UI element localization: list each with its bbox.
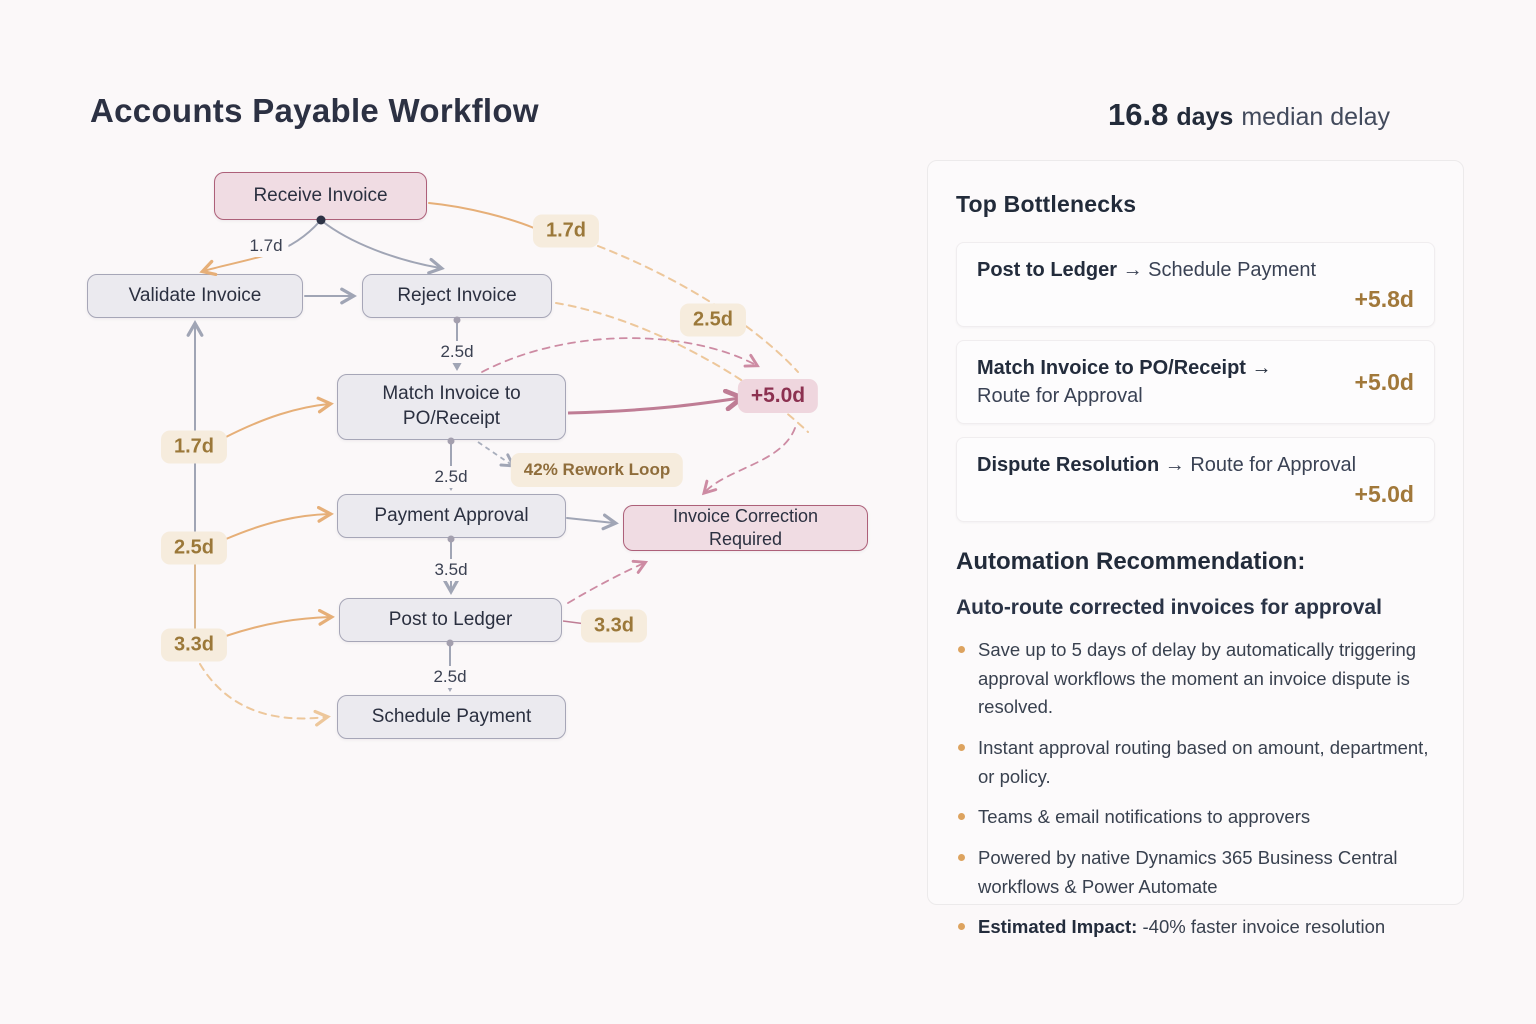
bullet-item: Estimated Impact: -40% faster invoice re… [956, 913, 1435, 942]
node-validate-invoice: Validate Invoice [87, 274, 303, 318]
rework-loop-badge: 42% Rework Loop [510, 453, 684, 487]
median-delay-value: 16.8 [1108, 97, 1169, 132]
delay-badge-left-2: 2.5d [160, 531, 228, 565]
bottleneck-card: Post to Ledger → Schedule Payment +5.8d [956, 242, 1435, 327]
bottleneck-to: Route for Approval [1190, 454, 1357, 476]
bullet-item: Instant approval routing based on amount… [956, 734, 1435, 791]
node-payment-approval: Payment Approval [337, 494, 566, 538]
insights-panel: Top Bottlenecks Post to Ledger → Schedul… [927, 160, 1464, 937]
bullet-dot-icon [958, 923, 965, 931]
bullet-item: Teams & email notifications to approvers [956, 803, 1435, 832]
recommendation-title: Automation Recommendation: [956, 548, 1306, 575]
delay-badge-left-3: 3.3d [160, 628, 228, 662]
delay-badge-top-right-1: 1.7d [532, 214, 600, 248]
bottleneck-card: Match Invoice to PO/Receipt → Route for … [956, 340, 1435, 424]
arrow-glyph: → [1122, 259, 1143, 281]
bottleneck-delta: +5.8d [1354, 286, 1414, 312]
delay-badge-ledger-right: 3.3d [580, 609, 648, 643]
bullet-dot-icon [958, 813, 965, 821]
arrow-glyph: → [1251, 357, 1272, 379]
median-delay-label: median delay [1241, 103, 1391, 131]
node-match-invoice: Match Invoice to PO/Receipt [337, 374, 566, 440]
node-invoice-correction: Invoice Correction Required [623, 505, 868, 551]
bullet-text: Teams & email notifications to approvers [978, 806, 1311, 828]
delay-badge-top-right-2: 2.5d [679, 303, 747, 337]
recommendation-bullets: Save up to 5 days of delay by automatica… [956, 636, 1435, 942]
node-schedule-payment: Schedule Payment [337, 695, 566, 739]
delta-badge-plus5d: +5.0d [737, 379, 819, 413]
bullet-text-bold: Estimated Impact: [978, 916, 1138, 938]
bullet-text: Save up to 5 days of delay by automatica… [978, 639, 1417, 718]
bottleneck-delta: +5.0d [1354, 368, 1414, 395]
bullet-text: -40% faster invoice resolution [1142, 916, 1386, 938]
bottleneck-from: Match Invoice to PO/Receipt [977, 357, 1246, 379]
edge-label-approval-ledger: 3.5d [428, 559, 474, 581]
edge-label-match-approval: 2.5d [428, 466, 474, 488]
bullet-dot-icon [958, 744, 965, 752]
bottleneck-from: Post to Ledger [977, 259, 1118, 281]
bottleneck-from: Dispute Resolution [977, 454, 1160, 476]
bullet-text: Instant approval routing based on amount… [978, 737, 1429, 787]
bullet-item: Save up to 5 days of delay by automatica… [956, 636, 1435, 722]
bottleneck-card: Dispute Resolution → Route for Approval … [956, 437, 1435, 522]
recommendation-subtitle: Auto-route corrected invoices for approv… [956, 596, 1382, 619]
bullet-dot-icon [958, 646, 965, 653]
delay-badge-left-1: 1.7d [160, 430, 228, 464]
arrow-glyph: → [1164, 454, 1185, 476]
bullet-text: Powered by native Dynamics 365 Business … [978, 847, 1398, 897]
edge-label-receive-validate: 1.7d [243, 235, 289, 257]
page-title: Accounts Payable Workflow [90, 92, 539, 129]
edge-label-ledger-schedule: 2.5d [427, 666, 473, 688]
bullet-item: Powered by native Dynamics 365 Business … [956, 844, 1435, 901]
node-post-to-ledger: Post to Ledger [339, 598, 562, 642]
bottleneck-to: Route for Approval [977, 385, 1143, 407]
bottlenecks-title: Top Bottlenecks [956, 191, 1137, 217]
edge-label-reject-match: 2.5d [434, 341, 480, 363]
node-reject-invoice: Reject Invoice [362, 274, 552, 318]
median-delay-unit: days [1176, 103, 1234, 131]
bottleneck-to: Schedule Payment [1148, 259, 1317, 281]
bullet-dot-icon [958, 854, 965, 862]
node-receive-invoice: Receive Invoice [214, 172, 427, 220]
bottleneck-delta: +5.0d [1354, 481, 1414, 507]
